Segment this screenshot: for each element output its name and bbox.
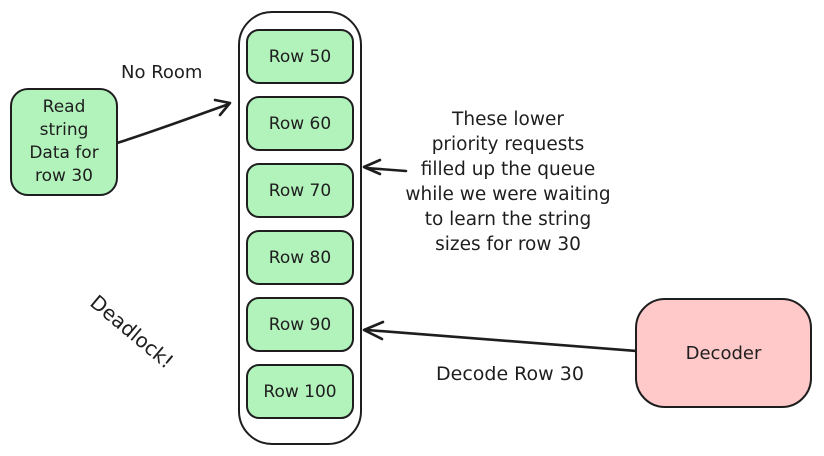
- annotation-text: These lower priority requests filled up …: [381, 107, 635, 257]
- queue-container: Row 50 Row 60 Row 70 Row 80 Row 90 Row 1…: [238, 11, 362, 445]
- no-room-arrow: [115, 98, 232, 145]
- annotation-line: while we were waiting: [405, 184, 611, 205]
- annotation-line: filled up the queue: [420, 159, 596, 180]
- annotation-line: These lower: [452, 109, 564, 130]
- decode-arrow: [362, 320, 639, 353]
- annotation-line: to learn the string: [424, 209, 592, 230]
- decoder-label: Decoder: [685, 342, 762, 364]
- decode-row-label: Decode Row 30: [436, 363, 584, 385]
- request-box-line: Read: [42, 97, 86, 117]
- annotation-line: priority requests: [431, 134, 585, 155]
- request-box-line: row 30: [35, 166, 93, 186]
- annotation-line: sizes for row 30: [435, 234, 581, 255]
- no-room-label: No Room: [121, 62, 203, 83]
- queue-row-60: Row 60: [246, 96, 354, 151]
- request-box-line: Data for: [29, 143, 99, 163]
- decoder-box: Decoder: [635, 298, 812, 408]
- request-box-line: string: [39, 120, 89, 140]
- deadlock-label: Deadlock!: [85, 290, 179, 374]
- queue-row-70: Row 70: [246, 163, 354, 218]
- queue-row-90: Row 90: [246, 297, 354, 352]
- queue-row-80: Row 80: [246, 230, 354, 285]
- request-box: Read string Data for row 30: [10, 88, 118, 196]
- queue-row-50: Row 50: [246, 29, 354, 84]
- queue-row-100: Row 100: [246, 364, 354, 419]
